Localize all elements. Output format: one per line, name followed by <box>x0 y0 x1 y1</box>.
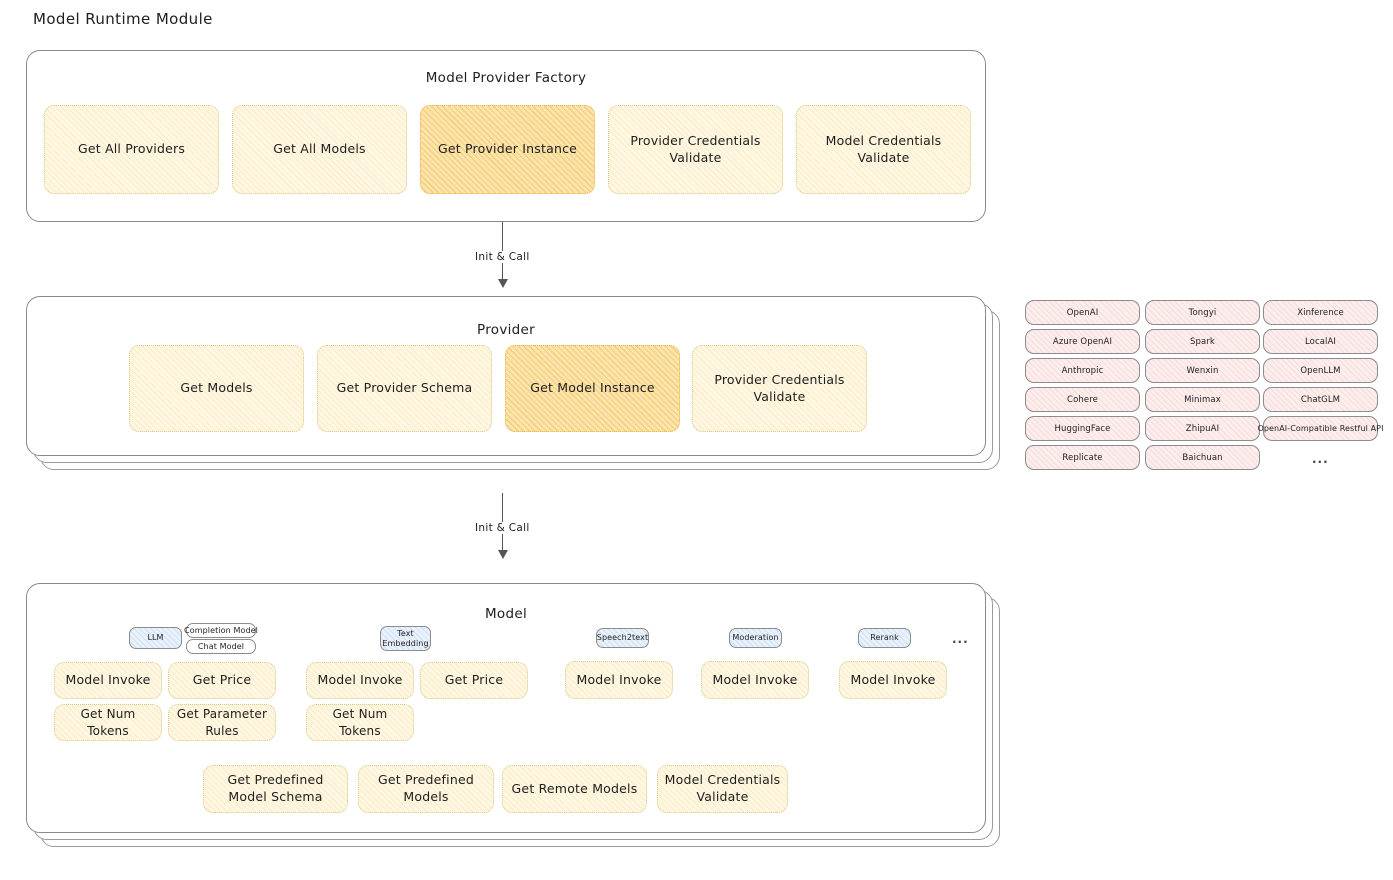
factory-box-get-all-providers[interactable]: Get All Providers <box>44 105 219 194</box>
provider-chip-xinference[interactable]: Xinference <box>1263 300 1378 325</box>
provider-title: Provider <box>477 322 535 338</box>
provider-chip-minimax[interactable]: Minimax <box>1145 387 1260 412</box>
arrow-provider-to-model-label: Init & Call <box>470 522 535 534</box>
model-types-more-ellipsis: ... <box>952 632 969 646</box>
model-type-chip-moderation[interactable]: Moderation <box>729 628 782 648</box>
provider-chip-tongyi[interactable]: Tongyi <box>1145 300 1260 325</box>
model-subchip-chat-model[interactable]: Chat Model <box>186 639 256 654</box>
provider-box-get-model-instance[interactable]: Get Model Instance <box>505 345 680 432</box>
model-common-action-model-credentials-validate[interactable]: Model Credentials Validate <box>657 765 788 813</box>
provider-box-get-models[interactable]: Get Models <box>129 345 304 432</box>
provider-chip-openai[interactable]: OpenAI <box>1025 300 1140 325</box>
text-embedding-action-model-invoke[interactable]: Model Invoke <box>306 662 414 699</box>
provider-chip-huggingface[interactable]: HuggingFace <box>1025 416 1140 441</box>
provider-chip-cohere[interactable]: Cohere <box>1025 387 1140 412</box>
model-common-action-get-predefined-model-schema[interactable]: Get Predefined Model Schema <box>203 765 348 813</box>
llm-action-model-invoke[interactable]: Model Invoke <box>54 662 162 699</box>
arrow-provider-to-model-head <box>498 550 508 559</box>
factory-box-get-all-models[interactable]: Get All Models <box>232 105 407 194</box>
provider-chip-zhipuai[interactable]: ZhipuAI <box>1145 416 1260 441</box>
llm-action-get-price[interactable]: Get Price <box>168 662 276 699</box>
provider-box-provider-credentials-validate[interactable]: Provider Credentials Validate <box>692 345 867 432</box>
provider-chip-spark[interactable]: Spark <box>1145 329 1260 354</box>
model-type-chip-speech2text[interactable]: Speech2text <box>596 628 649 648</box>
model-common-action-get-predefined-models[interactable]: Get Predefined Models <box>358 765 494 813</box>
provider-chip-wenxin[interactable]: Wenxin <box>1145 358 1260 383</box>
llm-action-get-parameter-rules[interactable]: Get Parameter Rules <box>168 704 276 741</box>
factory-box-model-credentials-validate[interactable]: Model Credentials Validate <box>796 105 971 194</box>
model-provider-factory-title: Model Provider Factory <box>425 70 587 86</box>
provider-list-more-ellipsis: ... <box>1312 452 1329 466</box>
model-common-action-get-remote-models[interactable]: Get Remote Models <box>502 765 647 813</box>
model-type-chip-llm[interactable]: LLM <box>129 627 182 649</box>
text-embedding-action-get-num-tokens[interactable]: Get Num Tokens <box>306 704 414 741</box>
model-type-chip-rerank[interactable]: Rerank <box>858 628 911 648</box>
arrow-factory-to-provider-head <box>498 279 508 288</box>
provider-chip-localai[interactable]: LocalAI <box>1263 329 1378 354</box>
provider-chip-openai-compatible-restful-api[interactable]: OpenAI-Compatible Restful API <box>1257 416 1383 441</box>
rerank-action-model-invoke[interactable]: Model Invoke <box>839 661 947 699</box>
factory-box-provider-credentials-validate[interactable]: Provider Credentials Validate <box>608 105 783 194</box>
provider-chip-chatglm[interactable]: ChatGLM <box>1263 387 1378 412</box>
provider-chip-azure-openai[interactable]: Azure OpenAI <box>1025 329 1140 354</box>
provider-box-get-provider-schema[interactable]: Get Provider Schema <box>317 345 492 432</box>
llm-action-get-num-tokens[interactable]: Get Num Tokens <box>54 704 162 741</box>
provider-chip-baichuan[interactable]: Baichuan <box>1145 445 1260 470</box>
text-embedding-action-get-price[interactable]: Get Price <box>420 662 528 699</box>
model-subchip-completion-model[interactable]: Completion Model <box>184 623 258 638</box>
moderation-action-model-invoke[interactable]: Model Invoke <box>701 661 809 699</box>
factory-box-get-provider-instance[interactable]: Get Provider Instance <box>420 105 595 194</box>
speech2text-action-model-invoke[interactable]: Model Invoke <box>565 661 673 699</box>
model-type-chip-text-embedding[interactable]: Text Embedding <box>380 626 431 651</box>
arrow-factory-to-provider-label: Init & Call <box>470 251 535 263</box>
provider-chip-openllm[interactable]: OpenLLM <box>1263 358 1378 383</box>
provider-chip-replicate[interactable]: Replicate <box>1025 445 1140 470</box>
page-title: Model Runtime Module <box>33 10 213 28</box>
model-title: Model <box>484 606 528 622</box>
provider-chip-anthropic[interactable]: Anthropic <box>1025 358 1140 383</box>
